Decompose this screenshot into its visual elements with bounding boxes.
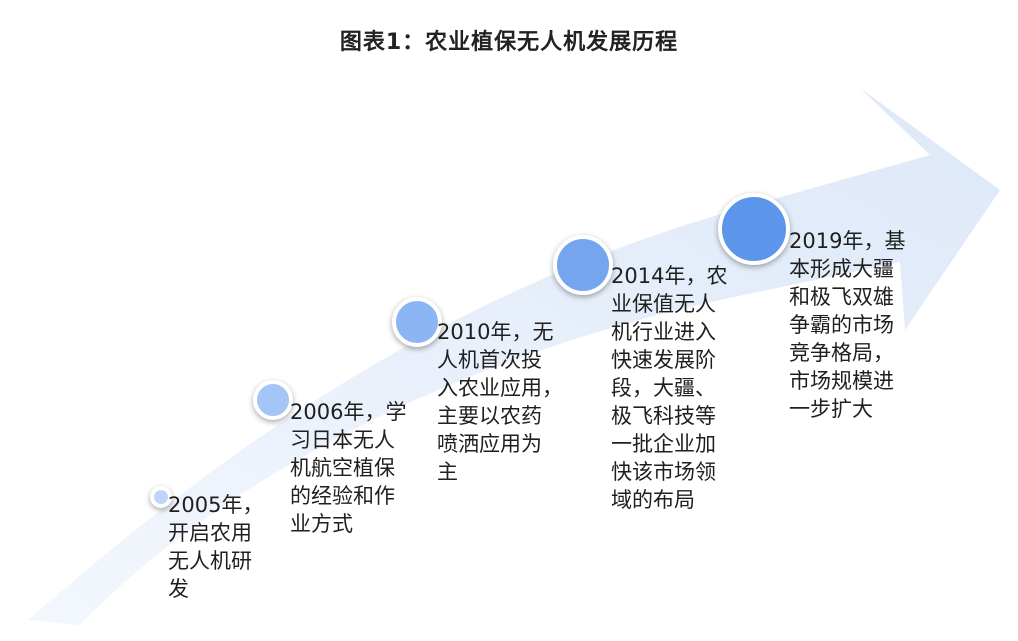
milestone-label-2006: 2006年，学 习日本无人 机航空植保 的经验和作 业方式	[290, 400, 407, 536]
milestone-label-2010: 2010年，无 人机首次投 入农业应用， 主要以农药 喷洒应用为 主	[437, 320, 563, 484]
milestone-dot-2014	[553, 235, 613, 295]
milestone-dot-2010	[392, 297, 442, 347]
milestone-dot-2006	[253, 380, 293, 420]
milestone-label-2019: 2019年，基 本形成大疆 和极飞双雄 争霸的市场 竞争格局， 市场规模进 一步…	[789, 229, 906, 421]
chart-title: 图表1：农业植保无人机发展历程	[339, 30, 679, 55]
milestone-label-2005: 2005年， 开启农用 无人机研 发	[168, 493, 264, 601]
milestone-dot-2019	[718, 193, 790, 265]
milestone-label-2014: 2014年，农 业保值无人 机行业进入 快速发展阶 段，大疆、 极飞科技等 一批…	[611, 264, 728, 512]
milestone-dot-2005	[150, 486, 172, 508]
